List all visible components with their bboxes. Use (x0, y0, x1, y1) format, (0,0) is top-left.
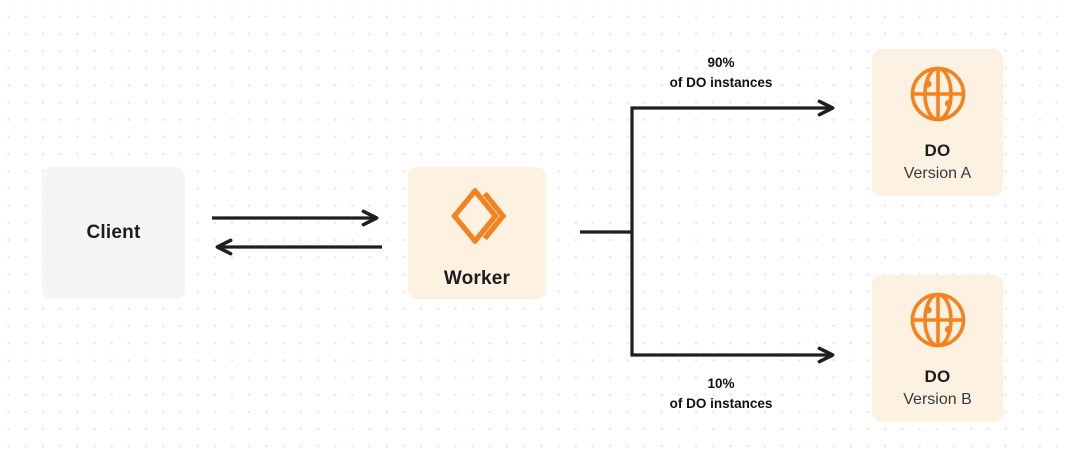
edge-label-do-b: 10% of DO instances (621, 374, 821, 413)
node-do-version-b[interactable]: DO Version B (872, 275, 1003, 422)
edge-label-do-b-description: of DO instances (669, 395, 773, 411)
edge-label-do-a: 90% of DO instances (621, 53, 821, 92)
node-do-b-label: DO (924, 367, 951, 387)
globe-icon (908, 290, 968, 355)
edge-label-do-b-percent: 10% (707, 376, 735, 391)
node-do-a-label: DO (924, 141, 951, 161)
node-worker[interactable]: Worker (408, 167, 546, 299)
edge-label-do-a-percent: 90% (707, 55, 735, 70)
node-client-label: Client (86, 222, 141, 243)
node-do-a-sublabel: Version A (903, 165, 972, 183)
node-do-version-a[interactable]: DO Version A (872, 49, 1003, 196)
node-do-b-sublabel: Version B (903, 391, 972, 409)
cloudflare-workers-logo-icon (444, 183, 510, 254)
node-client[interactable]: Client (42, 167, 185, 299)
edge-label-do-a-description: of DO instances (669, 74, 773, 90)
node-worker-label: Worker (443, 267, 511, 289)
globe-icon (908, 64, 968, 129)
